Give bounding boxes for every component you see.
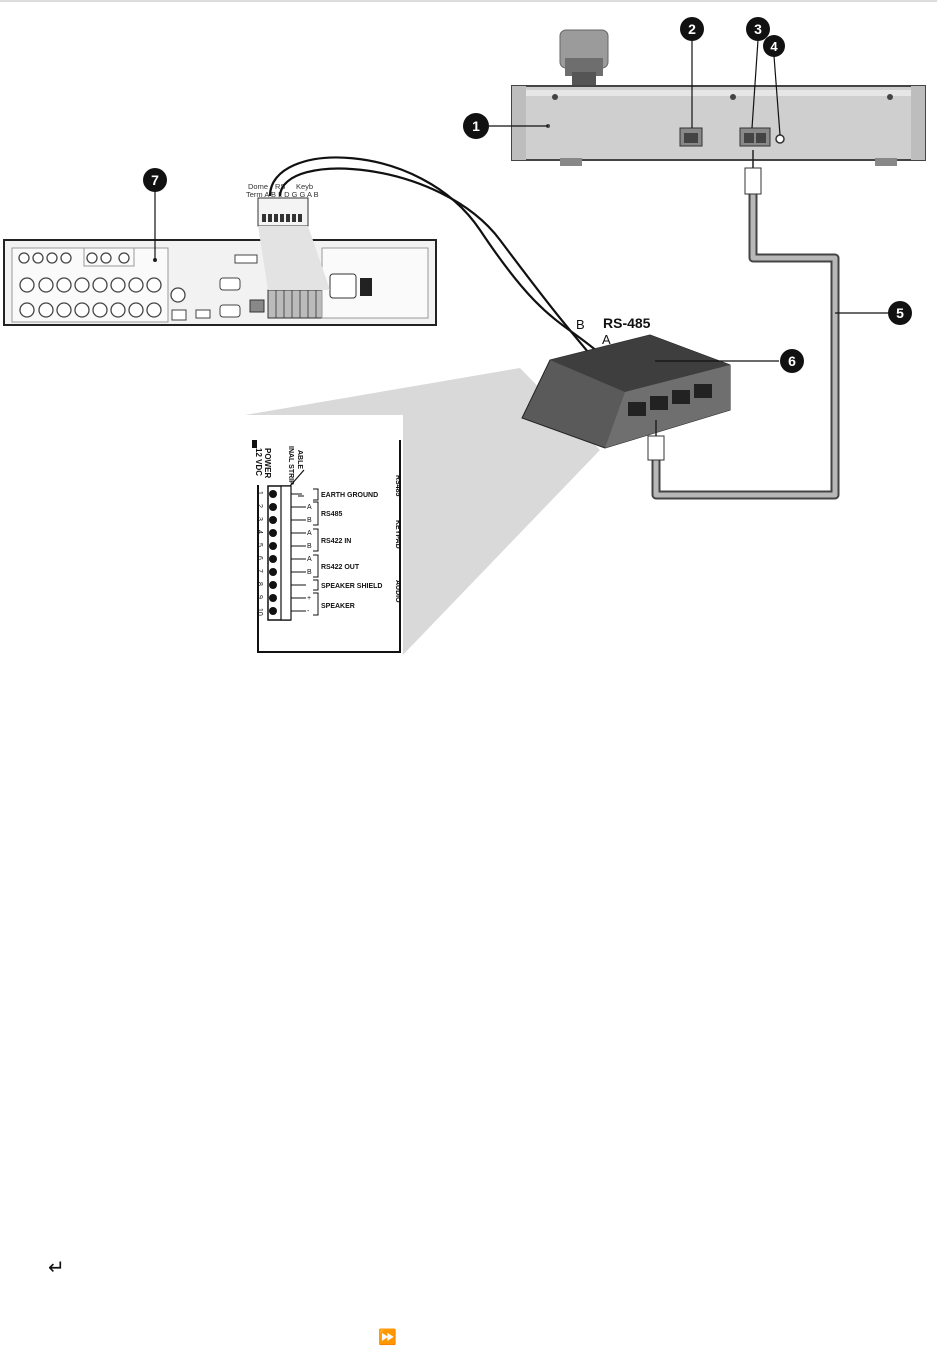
signal-labels: EARTH GROUND RS485 A B RS422 IN A B RS42… [307, 492, 382, 615]
callout-2-label: 2 [688, 21, 696, 37]
keypad-unit [511, 29, 926, 166]
leader-lines [154, 39, 889, 362]
dvr-terminal-label-dome: Dome [248, 182, 268, 191]
pin-4: 4 [256, 530, 263, 534]
callout-5: 5 [888, 301, 912, 325]
signal-earth-ground: EARTH GROUND [321, 492, 378, 499]
signal-speaker-minus: - [307, 608, 310, 615]
rs485-wire-a [268, 156, 599, 353]
dvr-terminal-label-keyb: Keyb [296, 182, 313, 191]
signal-speaker: SPEAKER [321, 603, 355, 610]
group-audio: AUDIO [394, 580, 401, 603]
dvr-terminal-label-rs: RS [275, 182, 285, 191]
callout-4: 4 [763, 35, 785, 57]
callout-7: 7 [143, 168, 167, 192]
signal-rs422-out-b: B [307, 569, 312, 576]
signal-rs422-out-a: A [307, 556, 312, 563]
pin-9: 9 [256, 595, 263, 599]
group-rs485: RS485 [394, 475, 401, 497]
callout-6: 6 [780, 349, 804, 373]
pin-2: 2 [256, 504, 263, 508]
signal-rs422-in-b: B [307, 543, 312, 550]
pin-3: 3 [256, 517, 263, 521]
signal-rs422-in-a: A [307, 530, 312, 537]
dvr-terminal-plug [257, 197, 330, 290]
callout-7-label: 7 [151, 172, 159, 188]
pin-5: 5 [256, 543, 263, 547]
signal-rs485: RS485 [321, 511, 343, 518]
callout-1: 1 [463, 113, 489, 139]
callout-1-label: 1 [472, 118, 480, 134]
terminal-strip-detail [245, 415, 403, 660]
callout-4-label: 4 [770, 39, 778, 54]
wire-a-label: A [602, 332, 611, 347]
callout-2: 2 [680, 17, 704, 41]
callout-3-label: 3 [754, 21, 762, 37]
signal-rs485-a: A [307, 504, 312, 511]
dvr-terminal-label-pins: Term A B L D G G A B [246, 190, 319, 199]
callout-5-label: 5 [896, 305, 904, 321]
dvr-unit [3, 239, 437, 326]
callout-6-label: 6 [788, 353, 796, 369]
pin-7: 7 [256, 569, 263, 573]
power-label: POWER [263, 448, 272, 478]
power-voltage-label: 12 VDC [254, 448, 263, 476]
pin-1: 1 [256, 491, 263, 495]
signal-brackets [291, 488, 319, 616]
signal-rs422-in: RS422 IN [321, 538, 351, 545]
callout-3: 3 [746, 17, 770, 41]
return-arrow-icon: ↵ [48, 1255, 65, 1279]
signal-rs485-b: B [307, 517, 312, 524]
rs485-label: RS-485 [603, 315, 651, 331]
pin-6: 6 [256, 556, 263, 560]
pin-10: 10 [256, 608, 263, 616]
patch-cable [647, 150, 840, 500]
wire-b-label: B [576, 317, 585, 332]
pin-8: 8 [256, 582, 263, 586]
signal-speaker-plus: + [307, 595, 311, 602]
rs485-wire-b [278, 167, 589, 353]
signal-speaker-shield: SPEAKER SHIELD [321, 583, 382, 590]
group-keypad: KEYPAD [394, 520, 401, 549]
strip-label-2: INAL STRIP [287, 446, 294, 485]
junction-box [521, 334, 731, 449]
strip-label-1: ABLE [296, 450, 303, 469]
signal-rs422-out: RS422 OUT [321, 564, 360, 571]
fast-forward-icon: ⏩ [378, 1328, 397, 1346]
